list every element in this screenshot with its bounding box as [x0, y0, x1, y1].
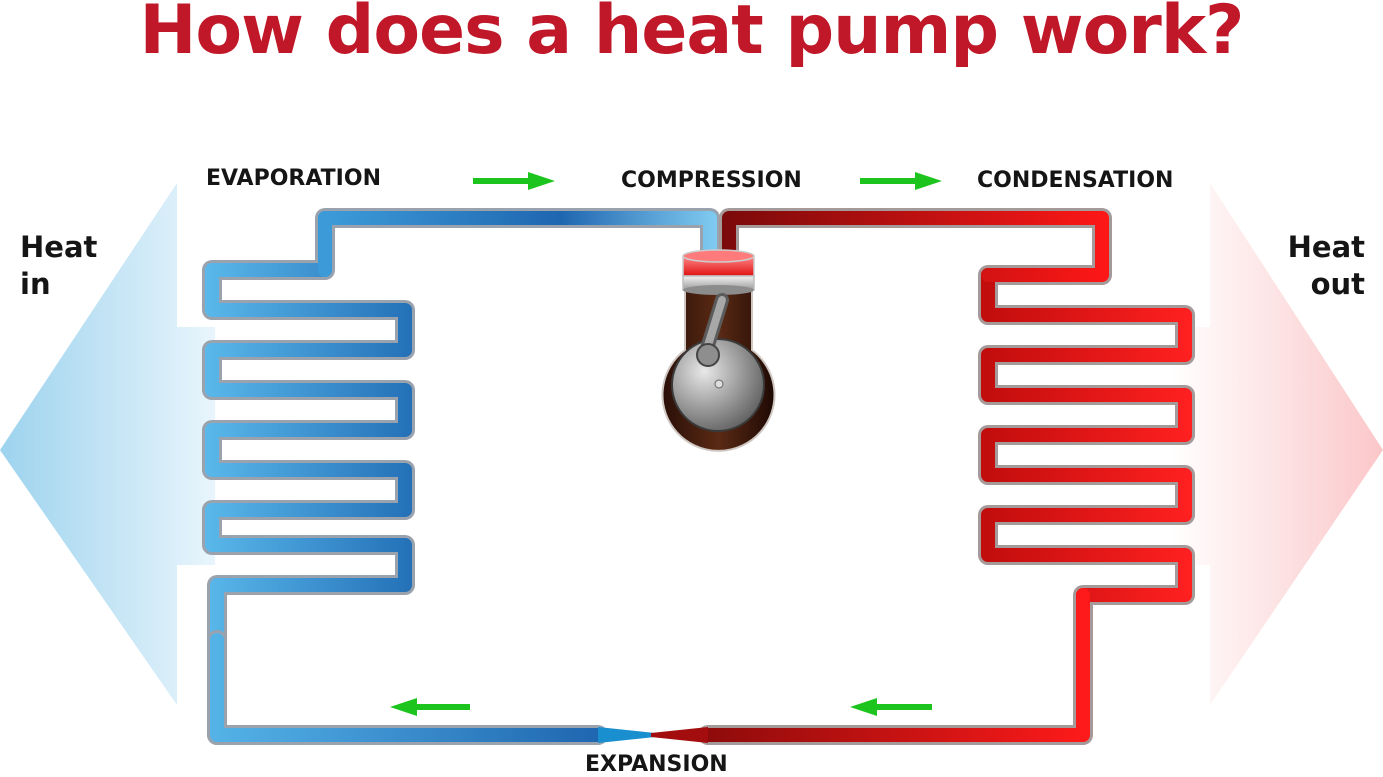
stage-label-compression: COMPRESSION — [621, 168, 802, 193]
page-title: How does a heat pump work? — [139, 0, 1245, 70]
stage-label-condensation: CONDENSATION — [977, 168, 1174, 193]
heat-in-line2: in — [20, 267, 51, 301]
stage-label-evaporation: EVAPORATION — [206, 166, 381, 191]
heat-in-label: Heat in — [20, 229, 97, 303]
flow-arrow — [390, 698, 470, 716]
heat-in-arrow — [0, 183, 215, 705]
expansion-valve-icon — [598, 727, 708, 743]
heat-out-line2: out — [1310, 267, 1365, 301]
stage-label-expansion: EXPANSION — [585, 752, 728, 777]
flow-arrow — [860, 172, 942, 190]
compressor-piston-icon — [661, 249, 776, 452]
heat-out-line1: Heat — [1287, 230, 1365, 264]
heat-in-line1: Heat — [20, 230, 98, 264]
heat-out-label: Heat out — [1288, 229, 1365, 303]
flow-arrow — [850, 698, 932, 716]
flow-arrow — [473, 172, 555, 190]
evaporator-coil — [202, 208, 720, 745]
heat-out-arrow — [1170, 183, 1383, 705]
condenser-coil — [698, 208, 1195, 745]
